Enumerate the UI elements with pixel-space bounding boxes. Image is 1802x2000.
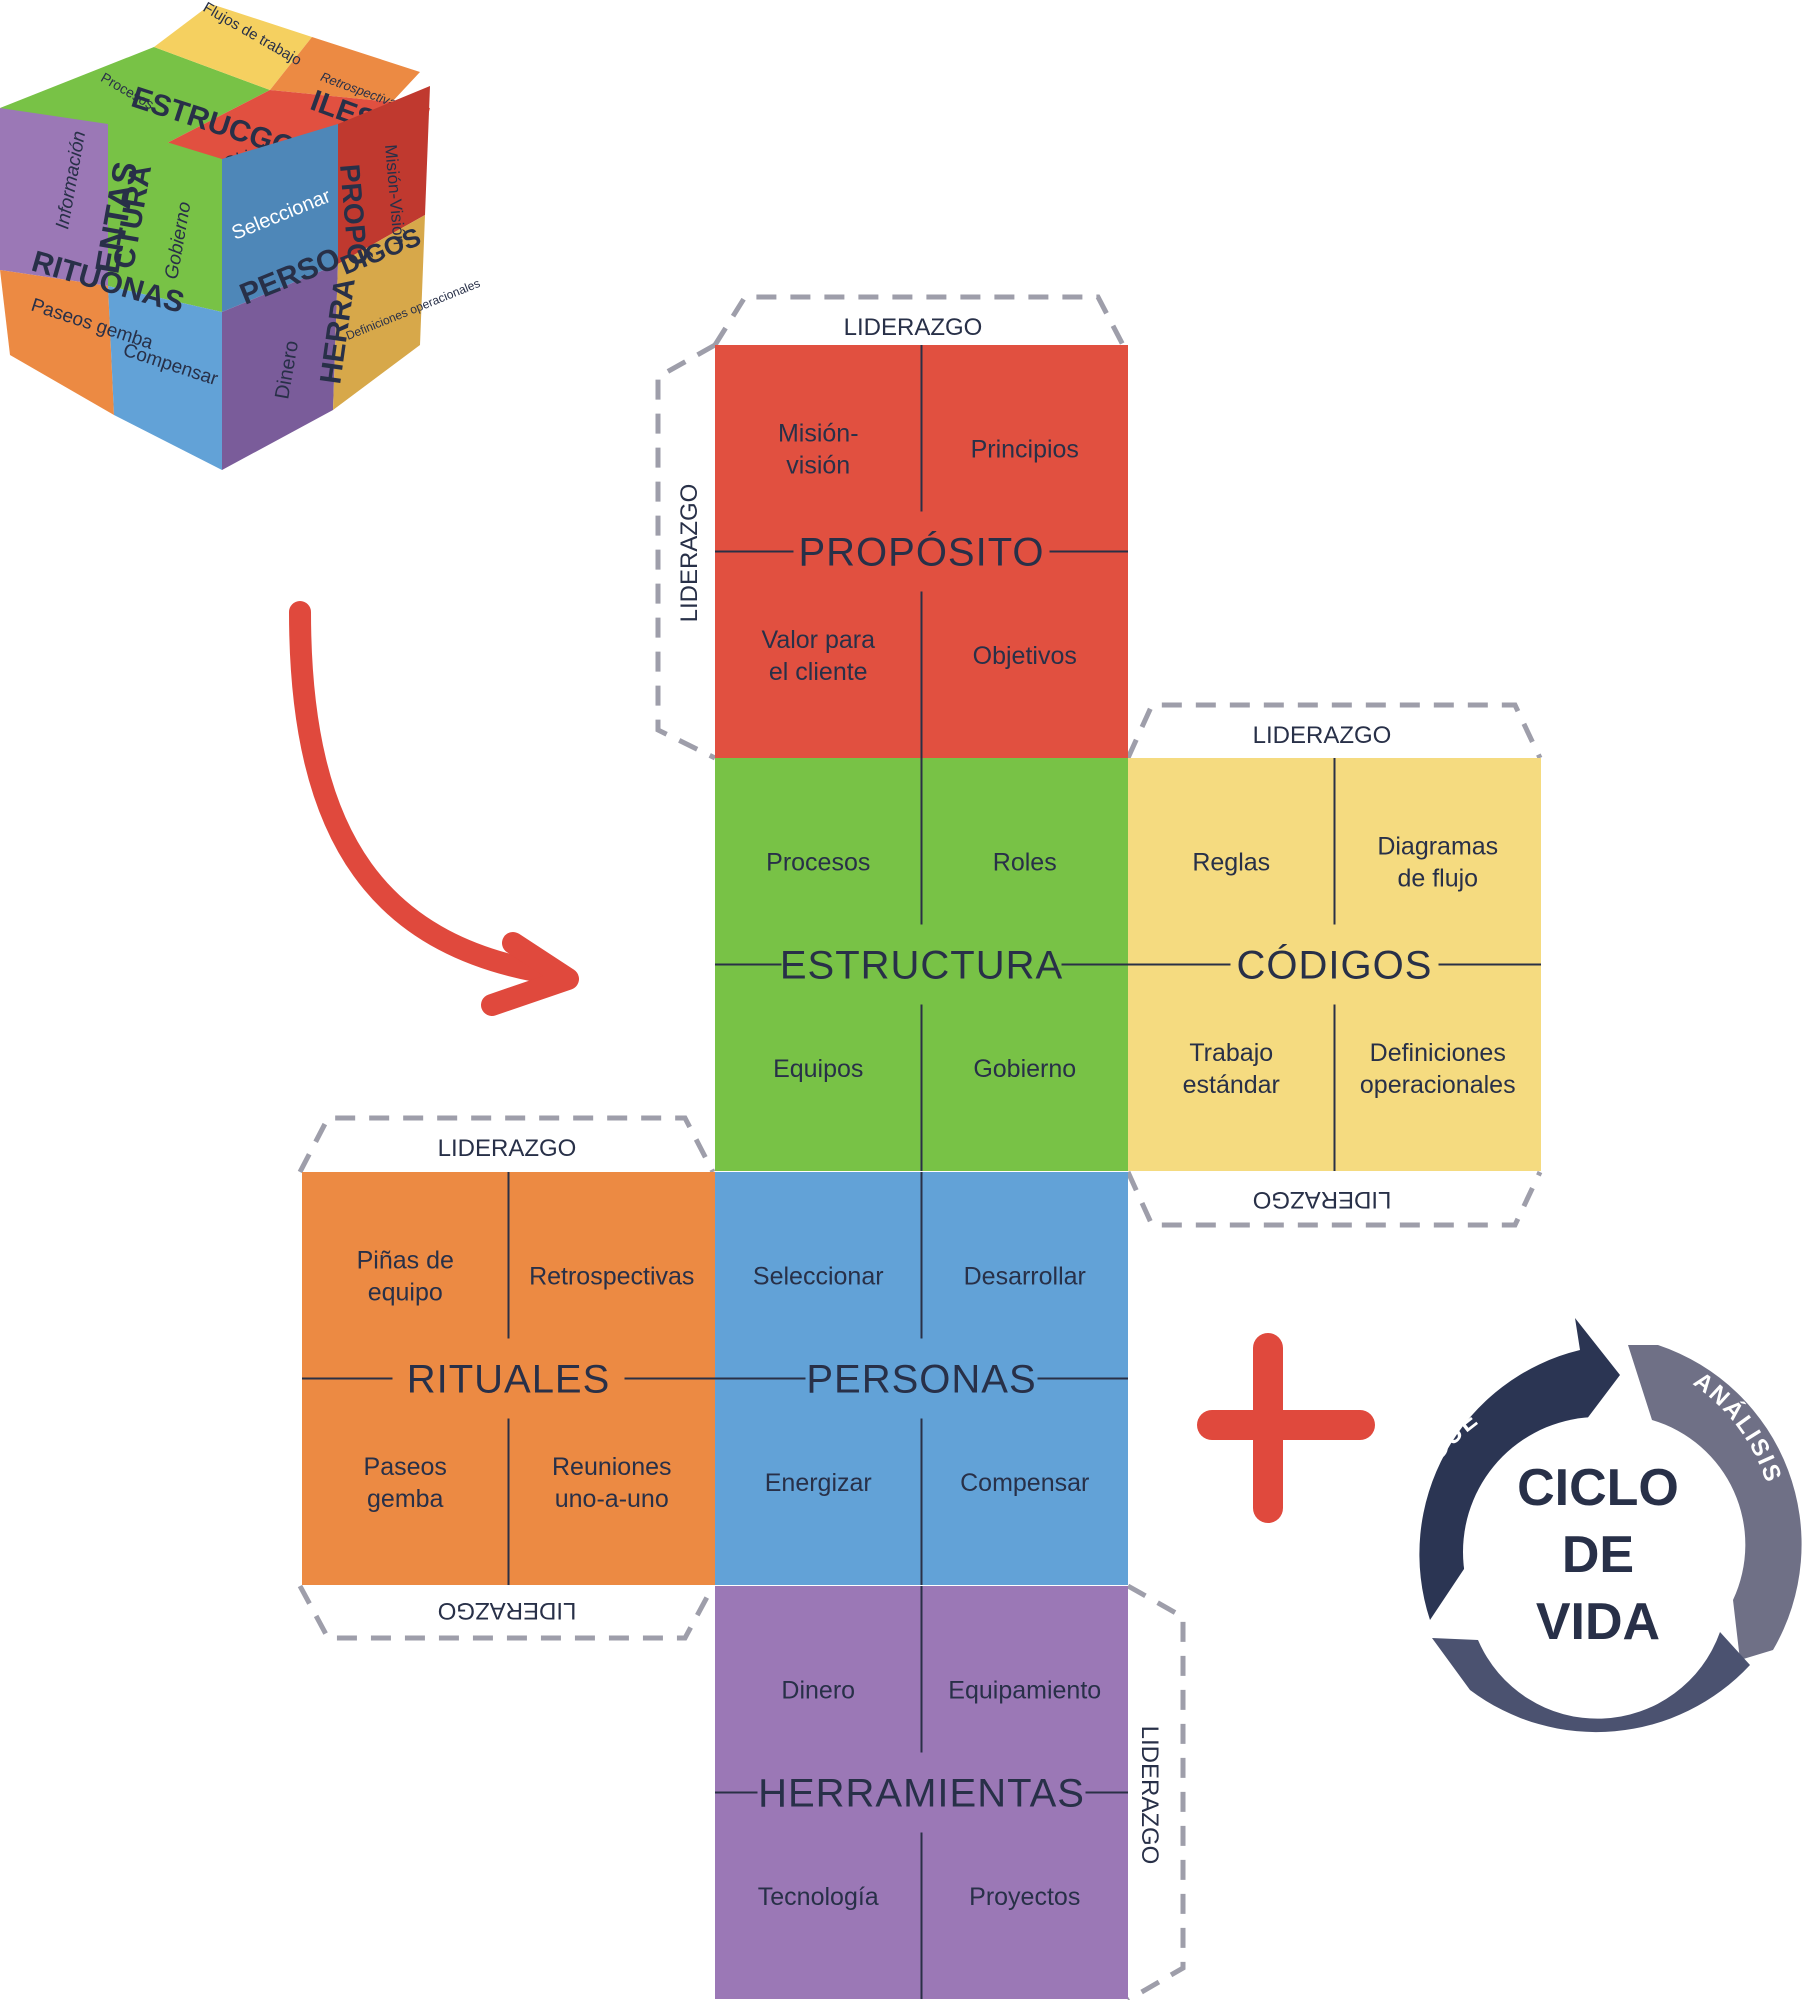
face-cell-label: Objetivos (973, 642, 1077, 670)
liderazgo-label: LIDERAZGO (438, 1597, 577, 1624)
face-title-proposito: PROPÓSITO (798, 530, 1044, 575)
cube-right-face: Seleccionar Misión-Visión Definiciones o… (222, 86, 482, 470)
liderazgo-label: LIDERAZGO (1136, 1726, 1163, 1865)
flap-codigos-bottom (1125, 1170, 1543, 1228)
face-cell-label: Equipos (773, 1055, 863, 1083)
face-cell-label: Proyectos (969, 1883, 1080, 1911)
rubik-cube: Flujos de trabajo Procesos Retrospectiva… (0, 0, 482, 470)
face-cell-label: Retrospectivas (529, 1262, 694, 1290)
face-cell-label: Dinero (781, 1676, 855, 1704)
flap-rituales-top (297, 1115, 716, 1174)
face-title-estructura: ESTRUCTURA (780, 944, 1063, 988)
liderazgo-label: LIDERAZGO (1253, 1186, 1392, 1213)
liderazgo-label: LIDERAZGO (1253, 722, 1392, 749)
face-title-personas: PERSONAS (806, 1358, 1036, 1402)
face-cell-label: Tecnología (758, 1883, 879, 1911)
cycle-segment-mejora (1432, 1632, 1750, 1733)
flap-herramientas-right (1126, 1583, 1186, 2000)
face-cell-label: Energizar (765, 1469, 872, 1497)
cycle-center-line: DE (1562, 1526, 1634, 1584)
face-cell-label: Reglas (1192, 848, 1270, 876)
flap-rituales-bottom (297, 1584, 716, 1641)
face-title-rituales: RITUALES (407, 1358, 611, 1402)
cycle-center-line: VIDA (1536, 1593, 1660, 1651)
face-cell-label: Roles (993, 848, 1057, 876)
face-cell-label: Principios (971, 435, 1079, 463)
cycle-center-line: CICLO (1517, 1459, 1679, 1517)
face-cell-label: Seleccionar (753, 1262, 884, 1290)
face-cell-label: Compensar (960, 1469, 1089, 1497)
plus-sign (1197, 1333, 1375, 1523)
liderazgo-label: LIDERAZGO (676, 484, 703, 623)
liderazgo-label: LIDERAZGO (438, 1135, 577, 1162)
flap-codigos-top (1125, 702, 1543, 760)
cycle-segment-analisis (1628, 1345, 1802, 1660)
flap-proposito-left (655, 342, 717, 761)
face-title-codigos: CÓDIGOS (1237, 943, 1433, 988)
liderazgo-label: LIDERAZGO (844, 314, 983, 341)
face-herramientas: HERRAMIENTAS Dinero EquipamientoTecnología… (715, 1586, 1128, 1999)
face-cell-label: Procesos (766, 848, 870, 876)
face-cell-label: Gobierno (973, 1055, 1076, 1083)
face-cell-label: Desarrollar (964, 1262, 1086, 1290)
life-cycle-diagram: DESPLIEGUE ANÁLISIS MEJORA CICLO DE VIDA (1380, 1318, 1802, 1765)
unfold-arrow (289, 601, 579, 1016)
face-cell-label: Equipamiento (948, 1676, 1101, 1704)
face-title-herramientas: HERRAMIENTAS (758, 1772, 1085, 1816)
cube-left-face: Información Gobierno Paseos gemba Compen… (0, 108, 222, 470)
face-cell-label: Misión-visión (778, 419, 859, 479)
